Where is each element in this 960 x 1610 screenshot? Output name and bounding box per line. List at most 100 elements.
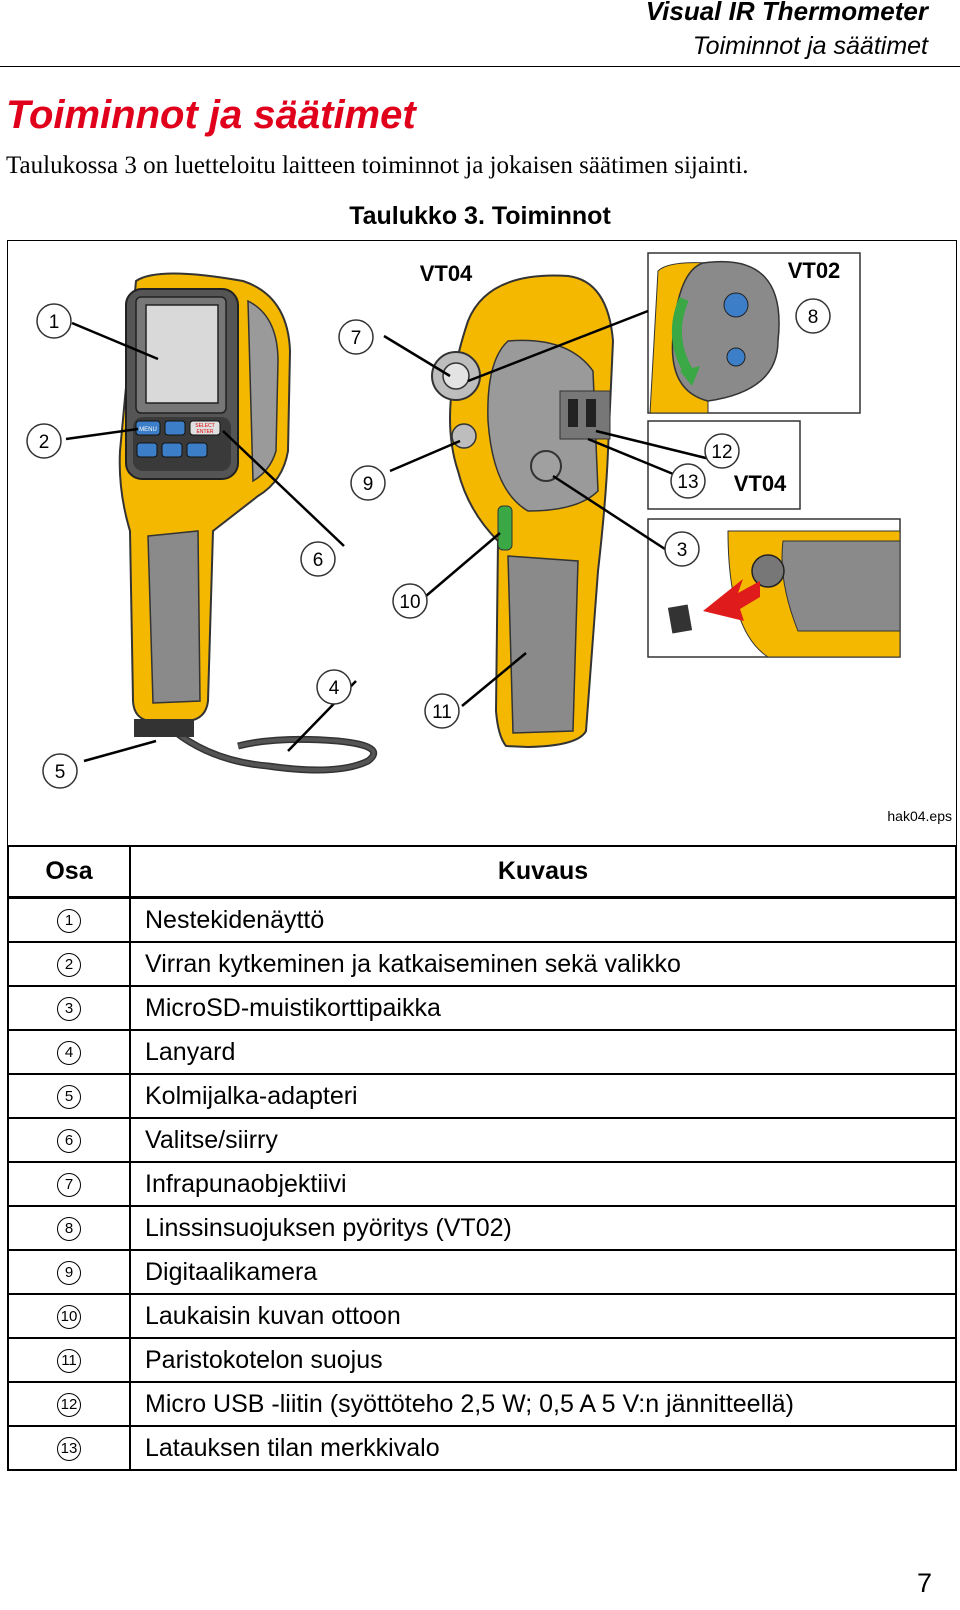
page-number: 7 [916,1568,932,1598]
part-number-cell: 9 [7,1249,131,1295]
callout-10: 10 [392,583,428,619]
callout-5: 5 [42,753,78,789]
header-part: Osa [7,845,131,899]
part-description: Valitse/siirry [129,1117,957,1163]
header-rule [0,66,960,67]
callout-7: 7 [338,319,374,355]
features-table: Osa Kuvaus 1 Nestekidenäyttö 2 Virran kytke… [7,845,957,1471]
select-button-label: SELECT [195,423,214,429]
callout-9: 9 [350,465,386,501]
svg-text:3: 3 [677,540,688,561]
vt04-front-label: VT04 [420,261,473,286]
part-number-cell: 4 [7,1029,131,1075]
part-number-cell: 13 [7,1425,131,1471]
vt02-label: VT02 [788,258,841,283]
callout-12: 12 [704,433,740,469]
part-number-cell: 12 [7,1381,131,1427]
part-number-badge: 6 [57,1128,81,1153]
page-title: Toiminnot ja säätimet [6,93,416,137]
callout-1: 1 [36,303,72,339]
svg-text:4: 4 [329,678,340,699]
table-row: 4 Lanyard [7,1029,957,1075]
callouts: 1 2 3 4 5 6 7 8 9 10 11 12 13 [26,298,831,789]
leader-lines [65,309,719,763]
table-row: 6 Valitse/siirry [7,1117,957,1163]
part-number-badge: 2 [57,952,81,977]
part-description: Latauksen tilan merkkivalo [129,1425,957,1471]
device-illustration: MENU SELECT ENTER [7,240,957,846]
svg-text:12: 12 [711,442,732,463]
svg-text:1: 1 [49,312,60,333]
part-description: Nestekidenäyttö [129,896,957,943]
table-row: 10 Laukaisin kuvan ottoon [7,1293,957,1339]
part-description: Lanyard [129,1029,957,1075]
part-description: Kolmijalka-adapteri [129,1073,957,1119]
part-number-badge: 7 [57,1172,81,1197]
part-number-badge: 5 [57,1084,81,1109]
part-number-badge: 12 [57,1392,81,1417]
table-row: 13 Latauksen tilan merkkivalo [7,1425,957,1471]
table-caption: Taulukko 3. Toiminnot [349,202,611,230]
table-row: 11 Paristokotelon suojus [7,1337,957,1383]
part-number-cell: 11 [7,1337,131,1383]
part-description: MicroSD-muistikorttipaikka [129,985,957,1031]
thermometer-front-view: MENU SELECT ENTER [118,272,378,774]
part-description: Micro USB -liitin (syöttöteho 2,5 W; 0,5… [129,1381,957,1427]
part-number-cell: 2 [7,941,131,987]
part-description: Digitaalikamera [129,1249,957,1295]
enter-button-label: ENTER [197,429,214,435]
microsd-inset [647,518,901,658]
callout-13: 13 [670,463,706,499]
table-header-row: Osa Kuvaus [7,845,957,899]
part-description: Virran kytkeminen ja katkaiseminen sekä … [129,941,957,987]
part-description: Paristokotelon suojus [129,1337,957,1383]
menu-button-label: MENU [139,427,157,433]
file-name-label: hak04.eps [887,808,952,824]
header-section-title: Toiminnot ja säätimet [692,32,928,60]
part-number-cell: 1 [7,896,131,943]
table-row: 12 Micro USB -liitin (syöttöteho 2,5 W; 0… [7,1381,957,1427]
svg-text:2: 2 [39,432,50,453]
part-description: Infrapunaobjektiivi [129,1161,957,1207]
intro-paragraph: Taulukossa 3 on luetteloitu laitteen toi… [6,152,749,179]
part-number-badge: 13 [57,1436,81,1461]
svg-text:9: 9 [363,474,374,495]
part-number-badge: 11 [57,1348,81,1373]
thermometer-rear-view [431,274,615,749]
svg-text:13: 13 [677,472,698,493]
svg-text:8: 8 [808,307,819,328]
callout-8: 8 [795,298,831,334]
part-number-cell: 7 [7,1161,131,1207]
part-description: Linssinsuojuksen pyöritys (VT02) [129,1205,957,1251]
part-number-badge: 4 [57,1040,81,1065]
callout-2: 2 [26,423,62,459]
part-number-cell: 3 [7,985,131,1031]
part-number-cell: 6 [7,1117,131,1163]
part-number-badge: 1 [57,908,81,933]
callout-3: 3 [664,531,700,567]
header-product-title: Visual IR Thermometer [645,0,928,26]
part-number-cell: 8 [7,1205,131,1251]
part-number-cell: 10 [7,1293,131,1339]
table-row: 9 Digitaalikamera [7,1249,957,1295]
part-number-badge: 10 [57,1304,81,1329]
svg-text:6: 6 [313,550,324,571]
vt02-lens-inset: VT02 [647,252,861,414]
table-row: 1 Nestekidenäyttö [7,896,957,943]
table-row: 7 Infrapunaobjektiivi [7,1161,957,1207]
table-row: 3 MicroSD-muistikorttipaikka [7,985,957,1031]
vt04-port-label: VT04 [734,471,787,496]
part-number-cell: 5 [7,1073,131,1119]
svg-text:5: 5 [55,762,66,783]
callout-4: 4 [316,669,352,705]
table-row: 8 Linssinsuojuksen pyöritys (VT02) [7,1205,957,1251]
part-number-badge: 3 [57,996,81,1021]
part-number-badge: 9 [57,1260,81,1285]
part-description: Laukaisin kuvan ottoon [129,1293,957,1339]
callout-11: 11 [424,693,460,729]
table-row: 5 Kolmijalka-adapteri [7,1073,957,1119]
svg-text:10: 10 [399,592,420,613]
part-number-badge: 8 [57,1216,81,1241]
callout-6: 6 [300,541,336,577]
svg-text:11: 11 [432,702,452,723]
